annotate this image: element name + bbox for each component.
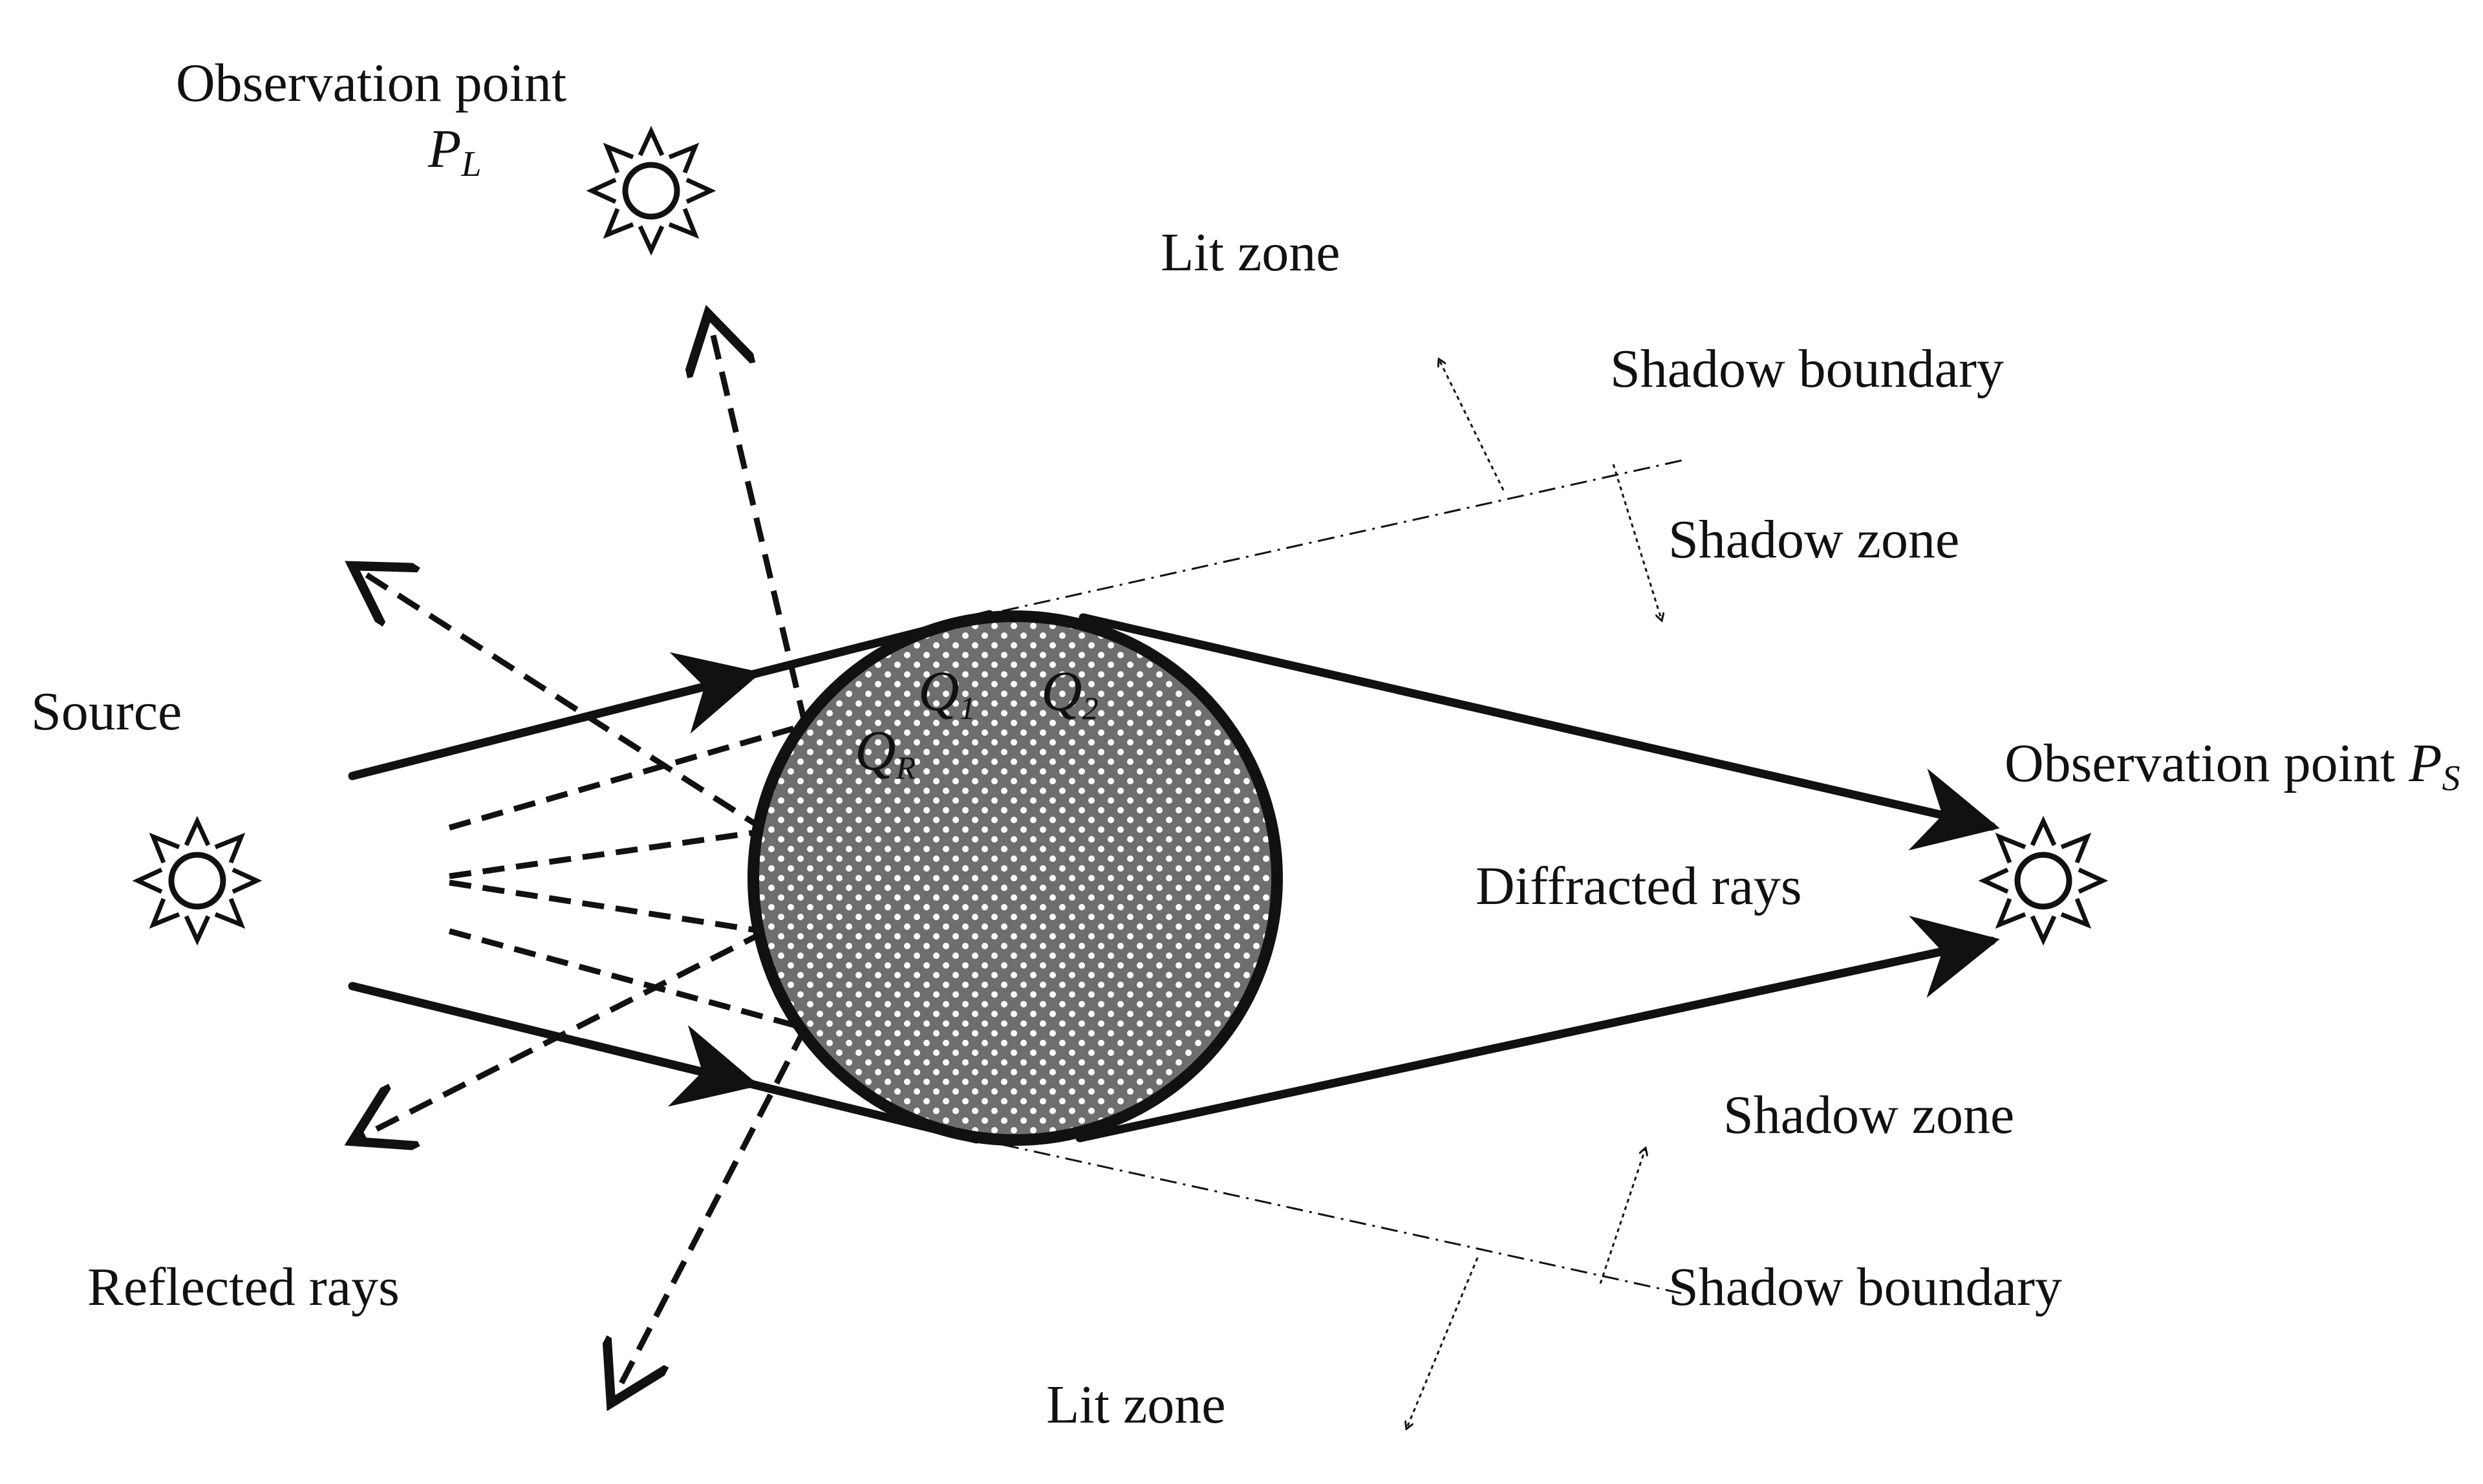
upper-incident-arrow bbox=[577, 652, 762, 734]
upper-shadow-zone-arrow bbox=[1612, 464, 1662, 621]
q1-label: Q1 bbox=[918, 660, 976, 726]
lit-zone-top-label: Lit zone bbox=[1161, 222, 1340, 283]
lit-zone-bottom-label: Lit zone bbox=[1046, 1375, 1226, 1435]
source-star-icon bbox=[138, 821, 257, 940]
q2-label: Q2 bbox=[1041, 660, 1099, 726]
lower-shadow-boundary-line bbox=[1002, 1143, 1682, 1295]
scattering-cylinder bbox=[747, 610, 1283, 1146]
observation-point-l-symbol: PL bbox=[427, 119, 481, 184]
lower-incident-arrow bbox=[577, 1025, 760, 1107]
shadow-boundary-top-label: Shadow boundary bbox=[1610, 339, 2004, 399]
qr-label: QR bbox=[855, 720, 916, 786]
reflected-rays-label: Reflected rays bbox=[87, 1257, 400, 1317]
diffracted-rays-label: Diffracted rays bbox=[1476, 856, 1802, 916]
observation-point-s-star-icon bbox=[1984, 821, 2103, 940]
observation-point-s-label: Observation point PS bbox=[2005, 733, 2460, 799]
source-label: Source bbox=[31, 682, 182, 742]
shadow-zone-bottom-label: Shadow zone bbox=[1723, 1085, 2014, 1145]
reflected-rays bbox=[352, 314, 808, 1403]
lower-shadow-zone-arrow bbox=[1599, 1148, 1646, 1284]
lower-diffracted-ray bbox=[1075, 916, 2000, 1143]
reflected-ray-lower bbox=[611, 1026, 808, 1403]
upper-shadow-boundary-line bbox=[1002, 458, 1688, 612]
shadow-boundary-bottom-label: Shadow boundary bbox=[1668, 1257, 2062, 1317]
lower-lit-zone-arrow bbox=[1406, 1257, 1479, 1429]
observation-point-l-star-icon bbox=[592, 131, 711, 250]
reflected-ray-upper-left bbox=[352, 566, 768, 833]
incident-rays bbox=[448, 721, 810, 1031]
upper-diffracted-ray bbox=[1079, 613, 2000, 851]
upper-lit-zone-arrow bbox=[1439, 359, 1505, 491]
shadow-zone-top-label: Shadow zone bbox=[1668, 510, 1959, 570]
observation-point-upper-label: Observation point bbox=[176, 53, 566, 113]
reflected-ray-to-pl bbox=[708, 314, 808, 726]
